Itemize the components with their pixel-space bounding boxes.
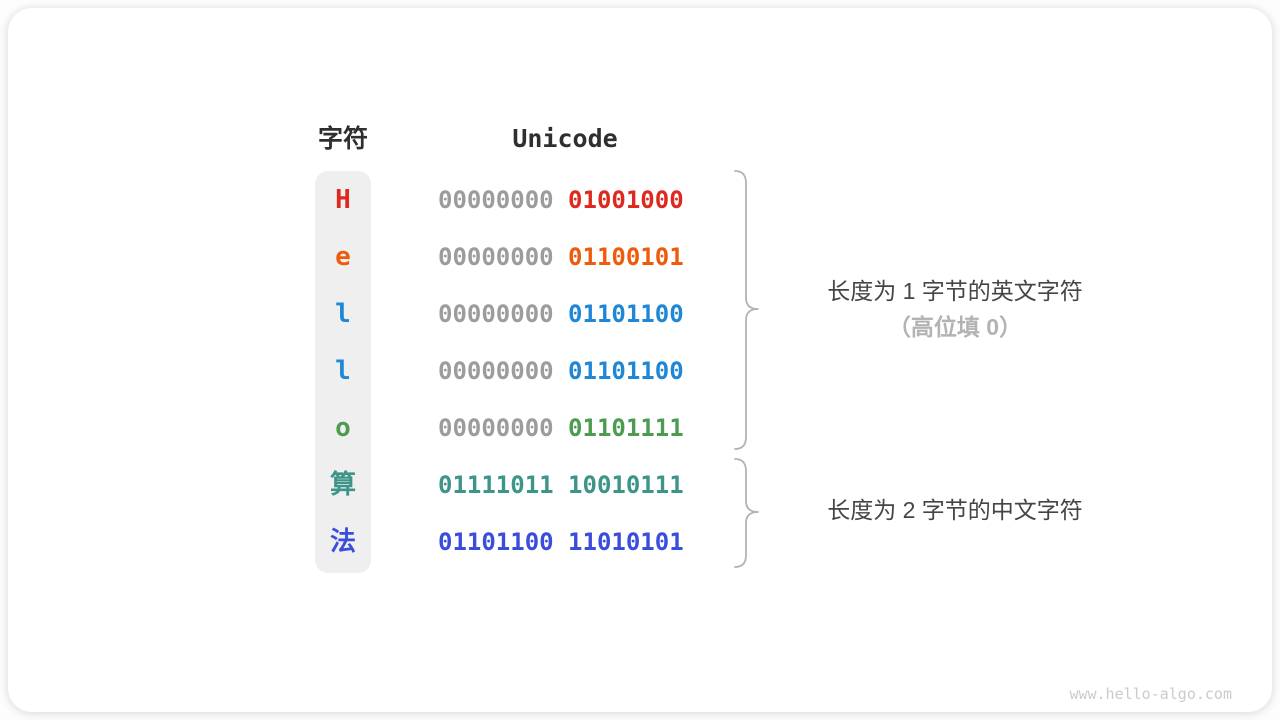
byte-gap bbox=[554, 186, 568, 214]
high-byte: 01111011 bbox=[438, 471, 554, 499]
unicode-cell: 00000000 01101100 bbox=[438, 286, 684, 343]
char-column-header: 字符 bbox=[317, 125, 368, 153]
low-byte: 01101100 bbox=[568, 300, 684, 328]
annotation-chinese-line1: 长度为 2 字节的中文字符 bbox=[827, 497, 1083, 523]
unicode-cell: 00000000 01001000 bbox=[438, 172, 684, 229]
low-byte: 01100101 bbox=[568, 243, 684, 271]
unicode-cell: 01111011 10010111 bbox=[438, 457, 684, 514]
low-byte: 10010111 bbox=[568, 471, 684, 499]
char-cell: o bbox=[335, 413, 351, 443]
annotation-english-line2: （高位填 0） bbox=[887, 314, 1023, 340]
table-row: l 00000000 01101100 bbox=[8, 286, 1272, 343]
annotation-english: 长度为 1 字节的英文字符 （高位填 0） bbox=[763, 273, 1147, 345]
unicode-cell: 00000000 01101111 bbox=[438, 400, 684, 457]
high-byte: 00000000 bbox=[438, 414, 554, 442]
char-cell: 算 bbox=[329, 470, 356, 500]
table-row: l 00000000 01101100 bbox=[8, 343, 1272, 400]
char-cell: e bbox=[335, 242, 351, 272]
brace-english-group bbox=[734, 170, 759, 450]
diagram-card: 字符 Unicode H 00000000 01001000 e 0000000… bbox=[8, 8, 1272, 712]
byte-gap bbox=[554, 528, 568, 556]
high-byte: 01101100 bbox=[438, 528, 554, 556]
byte-gap bbox=[554, 243, 568, 271]
char-cell: 法 bbox=[329, 527, 356, 557]
unicode-cell: 00000000 01100101 bbox=[438, 229, 684, 286]
byte-gap bbox=[554, 414, 568, 442]
annotation-chinese: 长度为 2 字节的中文字符 bbox=[763, 492, 1147, 528]
high-byte: 00000000 bbox=[438, 357, 554, 385]
byte-gap bbox=[554, 300, 568, 328]
low-byte: 01101100 bbox=[568, 357, 684, 385]
low-byte: 01101111 bbox=[568, 414, 684, 442]
unicode-cell: 01101100 11010101 bbox=[438, 514, 684, 571]
table-row: o 00000000 01101111 bbox=[8, 400, 1272, 457]
char-cell: l bbox=[335, 299, 351, 329]
high-byte: 00000000 bbox=[438, 186, 554, 214]
high-byte: 00000000 bbox=[438, 300, 554, 328]
low-byte: 01001000 bbox=[568, 186, 684, 214]
byte-gap bbox=[554, 357, 568, 385]
table-row: 算 01111011 10010111 bbox=[8, 457, 1272, 514]
table-row: e 00000000 01100101 bbox=[8, 229, 1272, 286]
website-watermark: www.hello-algo.com bbox=[1069, 685, 1232, 703]
char-cell: l bbox=[335, 356, 351, 386]
char-cell: H bbox=[335, 185, 351, 215]
table-row: H 00000000 01001000 bbox=[8, 172, 1272, 229]
char-column-background bbox=[315, 171, 371, 573]
brace-chinese-group bbox=[734, 458, 759, 568]
high-byte: 00000000 bbox=[438, 243, 554, 271]
table-row: 法 01101100 11010101 bbox=[8, 514, 1272, 571]
byte-gap bbox=[554, 471, 568, 499]
low-byte: 11010101 bbox=[568, 528, 684, 556]
unicode-cell: 00000000 01101100 bbox=[438, 343, 684, 400]
annotation-english-line1: 长度为 1 字节的英文字符 bbox=[827, 278, 1083, 304]
unicode-column-header: Unicode bbox=[512, 124, 618, 153]
